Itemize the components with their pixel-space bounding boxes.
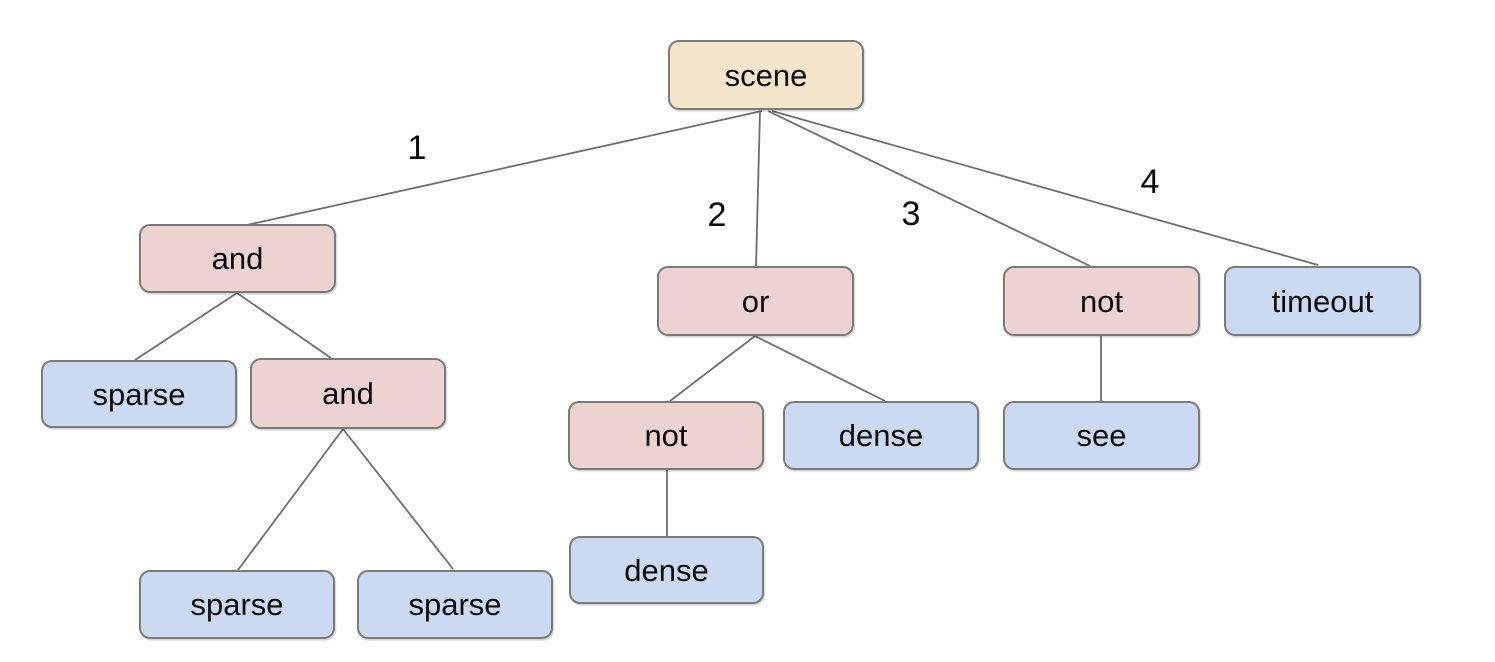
node-sparse-2: sparse [139, 570, 335, 639]
edge-scene-timeout [771, 110, 1319, 266]
edge-label-4: 4 [1140, 163, 1160, 201]
node-not-1-label: not [1079, 283, 1124, 319]
edge-label-3: 3 [901, 195, 921, 233]
node-sparse-3: sparse [357, 570, 553, 639]
node-see: see [1003, 401, 1200, 470]
edge-and2-sparse2 [237, 428, 344, 571]
node-scene: scene [668, 40, 864, 110]
node-not-2-label: not [644, 418, 688, 453]
node-and-1-label: and [211, 241, 264, 276]
node-not-1: not [1003, 266, 1200, 336]
edge-scene-not [767, 110, 1091, 267]
node-dense-2: dense [569, 536, 764, 604]
node-sparse-3-label: sparse [408, 587, 502, 622]
node-sparse-1: sparse [41, 360, 237, 428]
edge-label-1: 1 [407, 129, 427, 167]
node-and-2-label: and [322, 376, 374, 411]
node-see-label: see [1076, 418, 1127, 453]
node-timeout-label: timeout [1271, 283, 1374, 319]
node-scene-label: scene [724, 57, 808, 93]
node-dense-1: dense [783, 401, 979, 470]
node-timeout: timeout [1224, 266, 1421, 336]
node-dense-2-label: dense [624, 552, 709, 588]
node-or: or [657, 266, 854, 336]
edge-or-dense1 [754, 335, 886, 402]
node-and-2: and [250, 358, 446, 429]
edge-and1-sparse1 [134, 292, 238, 361]
node-sparse-1-label: sparse [92, 376, 186, 412]
edge-and1-and2 [236, 292, 332, 359]
edge-scene-or [755, 110, 761, 267]
edge-label-2: 2 [707, 196, 727, 234]
node-and-1: and [139, 224, 336, 293]
node-sparse-2-label: sparse [190, 587, 284, 622]
node-not-2: not [568, 401, 764, 470]
node-dense-1-label: dense [838, 418, 924, 453]
edge-or-not2 [669, 335, 756, 402]
node-or-label: or [741, 283, 770, 319]
edge-and2-sparse3 [342, 428, 454, 570]
edge-scene-and [246, 110, 763, 226]
